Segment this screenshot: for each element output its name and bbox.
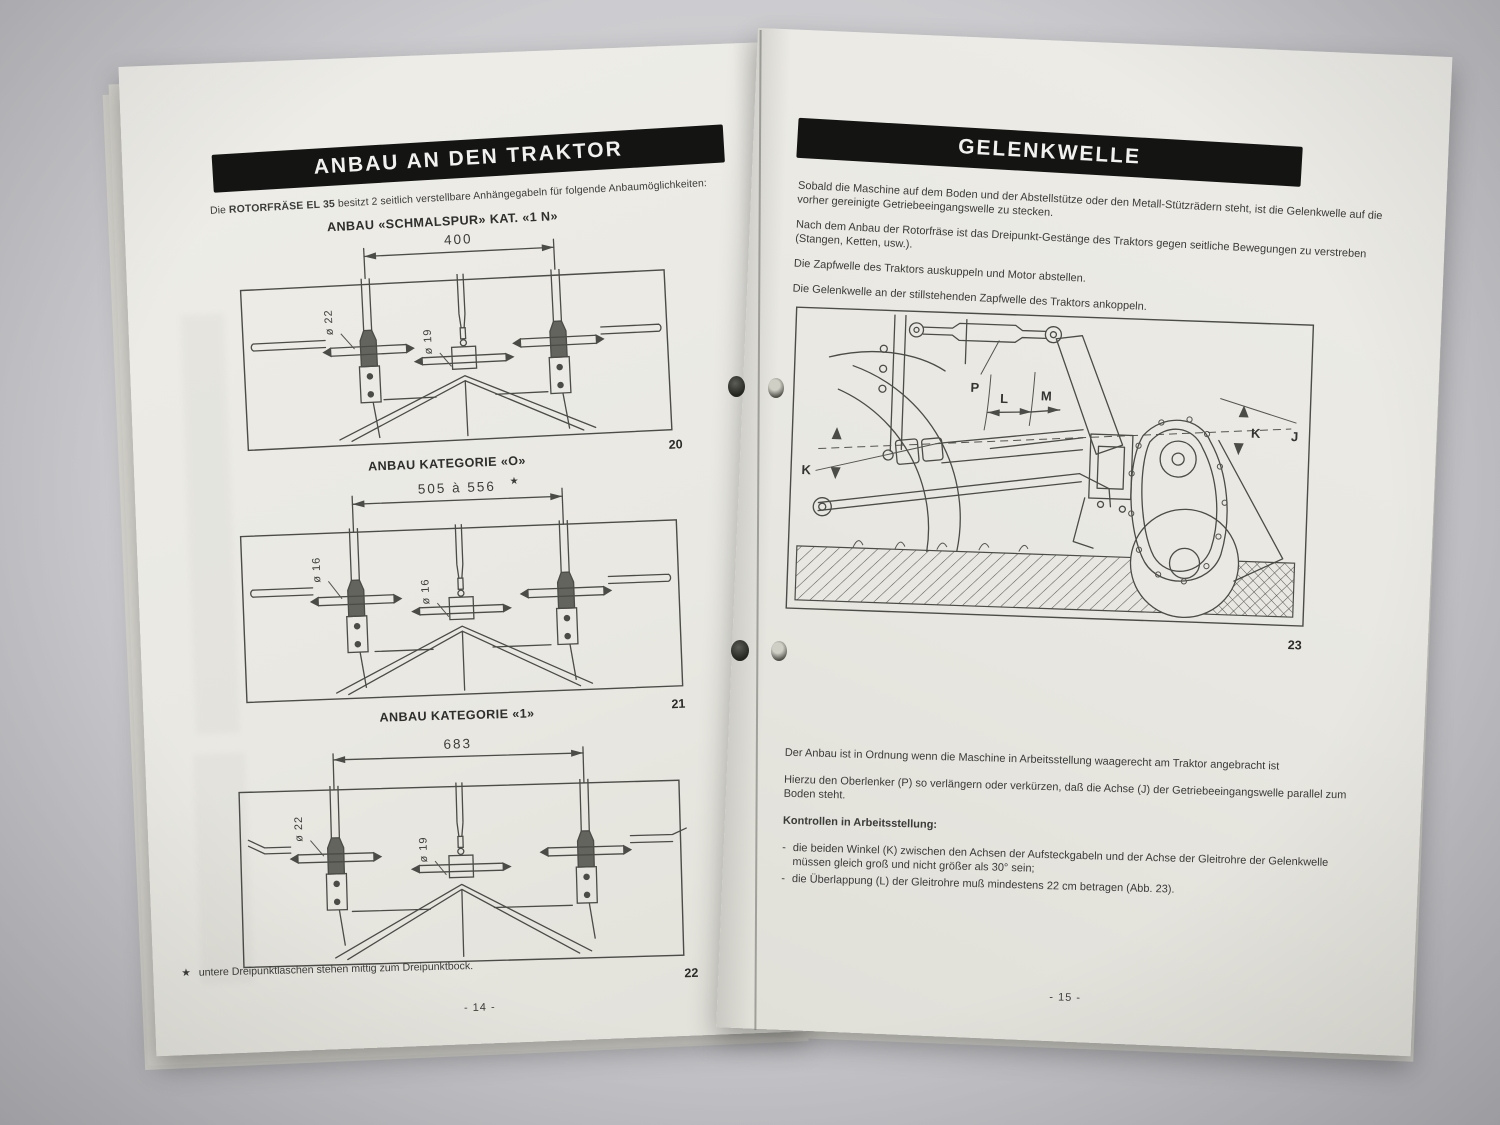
figure-21-dimension: 505 à 556 xyxy=(418,479,497,497)
section-banner-gelenkwelle: GELENKWELLE xyxy=(796,117,1303,187)
figure-20-block: ANBAU «SCHMALSPUR» KAT. «1 N» 400 xyxy=(207,203,689,474)
figure-22-pin-diameter-left: ø 22 xyxy=(293,816,306,842)
bullet-dash: - xyxy=(781,872,786,885)
binder-hole xyxy=(728,376,745,397)
left-page-number: - 14 - xyxy=(463,1001,496,1015)
section-banner-gelenkwelle-label: GELENKWELLE xyxy=(957,135,1142,169)
lower-link-arm xyxy=(812,473,1112,517)
figure-20-pin-diameter-center: ø 19 xyxy=(422,328,435,355)
figure-20-dimension: 400 xyxy=(444,231,473,247)
rotor-disc xyxy=(1129,508,1240,619)
figure-22-pin-diameter-center: ø 19 xyxy=(417,836,430,862)
label-dimension-M: M xyxy=(1041,388,1052,403)
figure-21-diagram: 505 à 556 ★ ø 16 ø 16 xyxy=(239,476,684,704)
right-page-number: - 15 - xyxy=(1049,991,1082,1005)
chain-case xyxy=(1128,416,1228,585)
a-frame-struts xyxy=(335,883,593,961)
label-axis-J: J xyxy=(1291,429,1299,444)
dimension-LM xyxy=(987,406,1061,417)
binder-hole xyxy=(768,378,784,398)
top-link-turnbuckle xyxy=(908,318,1063,375)
tractor-wheel-arc xyxy=(828,350,961,553)
figure-23-diagram: P L M xyxy=(785,306,1315,627)
side-hood xyxy=(1218,439,1284,582)
label-top-link-P: P xyxy=(970,380,980,395)
lift-arm xyxy=(1055,335,1124,455)
pto-shaft xyxy=(882,429,1084,465)
figure-20-diagram: 400 ø 22 ø 19 xyxy=(239,231,673,452)
angle-K-right xyxy=(1220,398,1297,456)
figure-21-pin-diameter-left: ø 16 xyxy=(310,556,323,582)
label-overlap-L: L xyxy=(1000,391,1009,406)
label-angle-K-left: K xyxy=(801,462,812,477)
figure-23-block: P L M xyxy=(784,306,1319,653)
check-intro: Der Anbau ist in Ordnung wenn die Maschi… xyxy=(784,746,1280,773)
section-banner-anbau-label: ANBAU AN DEN TRAKTOR xyxy=(313,137,624,179)
hitch-arms xyxy=(247,827,687,855)
figure-21-dimension-star: ★ xyxy=(509,476,518,487)
right-page: GELENKWELLE Sobald die Maschine auf dem … xyxy=(716,28,1453,1057)
footnote-star-icon: ★ xyxy=(181,966,191,980)
intro-text: Die xyxy=(209,204,230,217)
figure-22-dimension: 683 xyxy=(443,736,472,752)
hitch-arms xyxy=(250,323,662,352)
a-frame-struts xyxy=(336,625,594,696)
figure-22-block: ANBAU KATEGORIE «1» 683 ø 22 xyxy=(217,702,705,993)
hitch-mast xyxy=(878,314,907,452)
label-angle-K-right: K xyxy=(1251,426,1262,441)
bullet-dash: - xyxy=(781,841,786,854)
hitch-arms xyxy=(250,573,672,598)
binder-hole xyxy=(771,641,787,661)
gearbox-bracket xyxy=(1072,433,1134,549)
left-page: ANBAU AN DEN TRAKTOR Die ROTORFRÄSE EL 3… xyxy=(118,42,807,1057)
figure-20-pin-diameter-left: ø 22 xyxy=(323,309,336,336)
figure-22-diagram: 683 ø 22 ø 19 xyxy=(238,736,687,969)
check-adjust-instruction: Hierzu den Oberlenker (P) so verlängern … xyxy=(783,773,1347,802)
figure-21-block: ANBAU KATEGORIE «O» 505 à 556 ★ xyxy=(212,448,692,729)
angle-K-left xyxy=(815,427,941,480)
work-position-checks: Der Anbau ist in Ordnung wenn die Maschi… xyxy=(781,746,1351,905)
axis-dashed-line-J xyxy=(818,428,1292,450)
binder-hole xyxy=(731,640,749,661)
dimension-guides xyxy=(983,372,1036,431)
intro-product-name: ROTORFRÄSE EL 35 xyxy=(228,198,336,216)
a-frame-struts xyxy=(339,375,597,442)
check-heading: Kontrollen in Arbeitsstellung: xyxy=(782,814,938,831)
figure-21-pin-diameter-center: ø 16 xyxy=(419,578,432,604)
